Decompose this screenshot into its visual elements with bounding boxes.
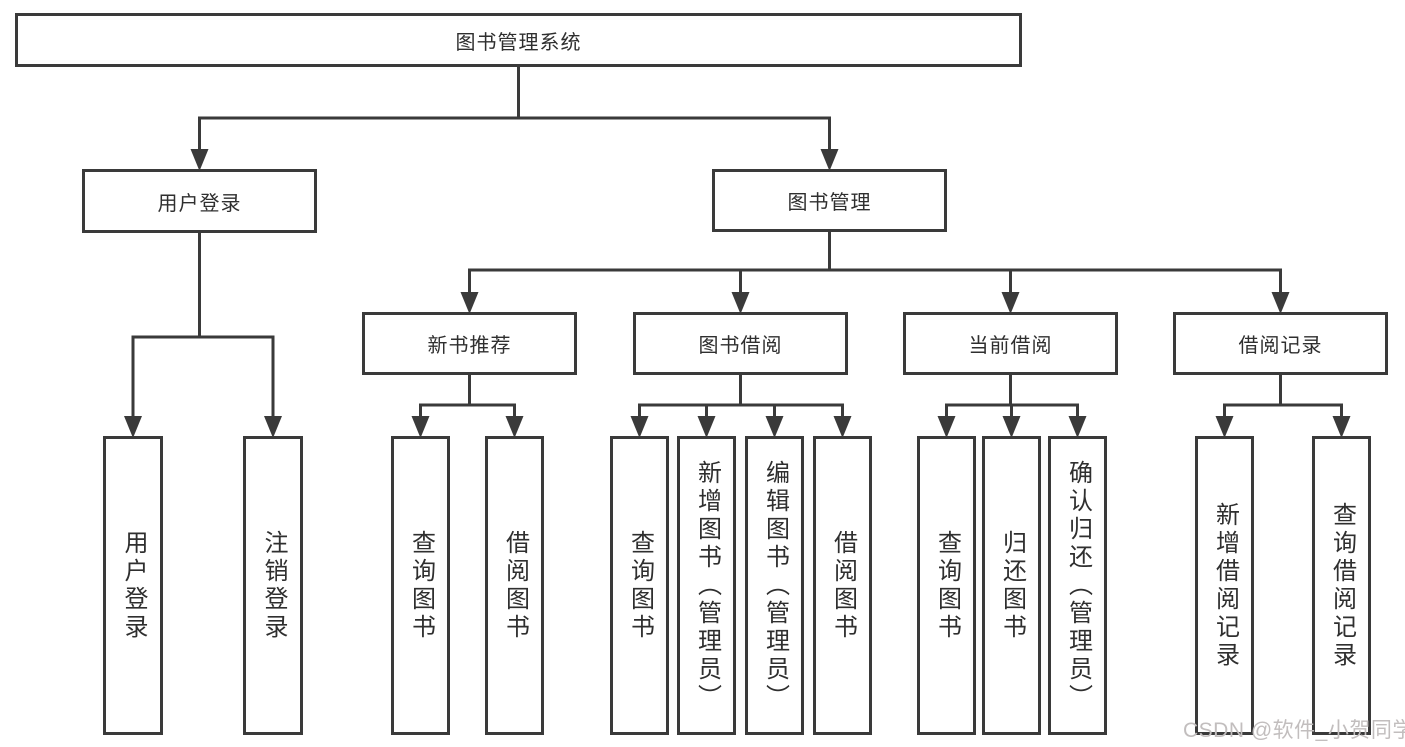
node-label: 查询图书 (407, 529, 435, 642)
node-label: 当前借阅 (968, 335, 1053, 357)
node-label: 新增图书（管理员） (693, 459, 721, 712)
node-label: 用户登录 (120, 529, 147, 642)
node-record: 借阅记录 (1173, 312, 1388, 375)
arrow-down-icon (460, 292, 479, 314)
node-leaf-rec-borrow: 借阅图书 (485, 436, 544, 735)
node-label: 查询图书 (626, 529, 654, 642)
node-leaf-rec-query: 查询图书 (391, 436, 450, 735)
node-leaf-cur-return: 归还图书 (982, 436, 1041, 735)
arrow-down-icon (1215, 416, 1234, 438)
arrow-down-icon (765, 416, 784, 438)
arrow-down-icon (1002, 416, 1021, 438)
node-leaf-bor-add: 新增图书（管理员） (677, 436, 736, 735)
node-mgmt: 图书管理 (712, 169, 947, 232)
node-leaf-log-add: 新增借阅记录 (1195, 436, 1254, 735)
watermark: CSDN @软件_小贺同学 (1183, 719, 1405, 742)
node-leaf-bor-borrow: 借阅图书 (813, 436, 872, 735)
arrow-down-icon (820, 149, 839, 171)
arrow-down-icon (697, 416, 716, 438)
arrow-down-icon (411, 416, 430, 438)
node-leaf-log-query: 查询借阅记录 (1312, 436, 1371, 735)
node-label: 借阅图书 (501, 529, 529, 642)
node-label: 归还图书 (998, 529, 1026, 642)
arrow-down-icon (1068, 416, 1087, 438)
node-label: 图书管理系统 (455, 31, 582, 54)
node-leaf-user-login: 用户登录 (103, 436, 163, 735)
node-leaf-cur-query: 查询图书 (917, 436, 976, 735)
node-label: 确认归还（管理员） (1064, 459, 1092, 712)
arrow-down-icon (1271, 292, 1290, 314)
node-label: 借阅图书 (829, 529, 857, 642)
node-root: 图书管理系统 (15, 13, 1022, 67)
node-rec: 新书推荐 (362, 312, 577, 375)
arrow-down-icon (190, 149, 209, 171)
arrow-down-icon (264, 416, 282, 438)
node-label: 新增借阅记录 (1211, 501, 1239, 670)
arrow-down-icon (630, 416, 649, 438)
node-label: 编辑图书（管理员） (761, 459, 789, 712)
node-leaf-bor-edit: 编辑图书（管理员） (745, 436, 804, 735)
arrow-down-icon (833, 416, 852, 438)
node-label: 用户登录 (157, 192, 242, 215)
node-label: 注销登录 (260, 529, 287, 642)
node-login: 用户登录 (82, 169, 317, 233)
node-current: 当前借阅 (903, 312, 1118, 375)
arrow-down-icon (1332, 416, 1351, 438)
node-leaf-cur-confirm: 确认归还（管理员） (1048, 436, 1107, 735)
arrow-down-icon (505, 416, 524, 438)
node-label: 图书借阅 (698, 335, 783, 357)
node-label: 新书推荐 (427, 335, 512, 357)
node-label: 查询图书 (933, 529, 961, 642)
node-borrow: 图书借阅 (633, 312, 848, 375)
arrow-down-icon (124, 416, 142, 438)
arrow-down-icon (1001, 292, 1020, 314)
node-leaf-logout: 注销登录 (243, 436, 303, 735)
node-label: 查询借阅记录 (1328, 501, 1356, 670)
arrow-down-icon (937, 416, 956, 438)
node-label: 借阅记录 (1238, 335, 1323, 357)
arrow-down-icon (731, 292, 750, 314)
node-label: 图书管理 (787, 192, 872, 214)
node-leaf-bor-query: 查询图书 (610, 436, 669, 735)
